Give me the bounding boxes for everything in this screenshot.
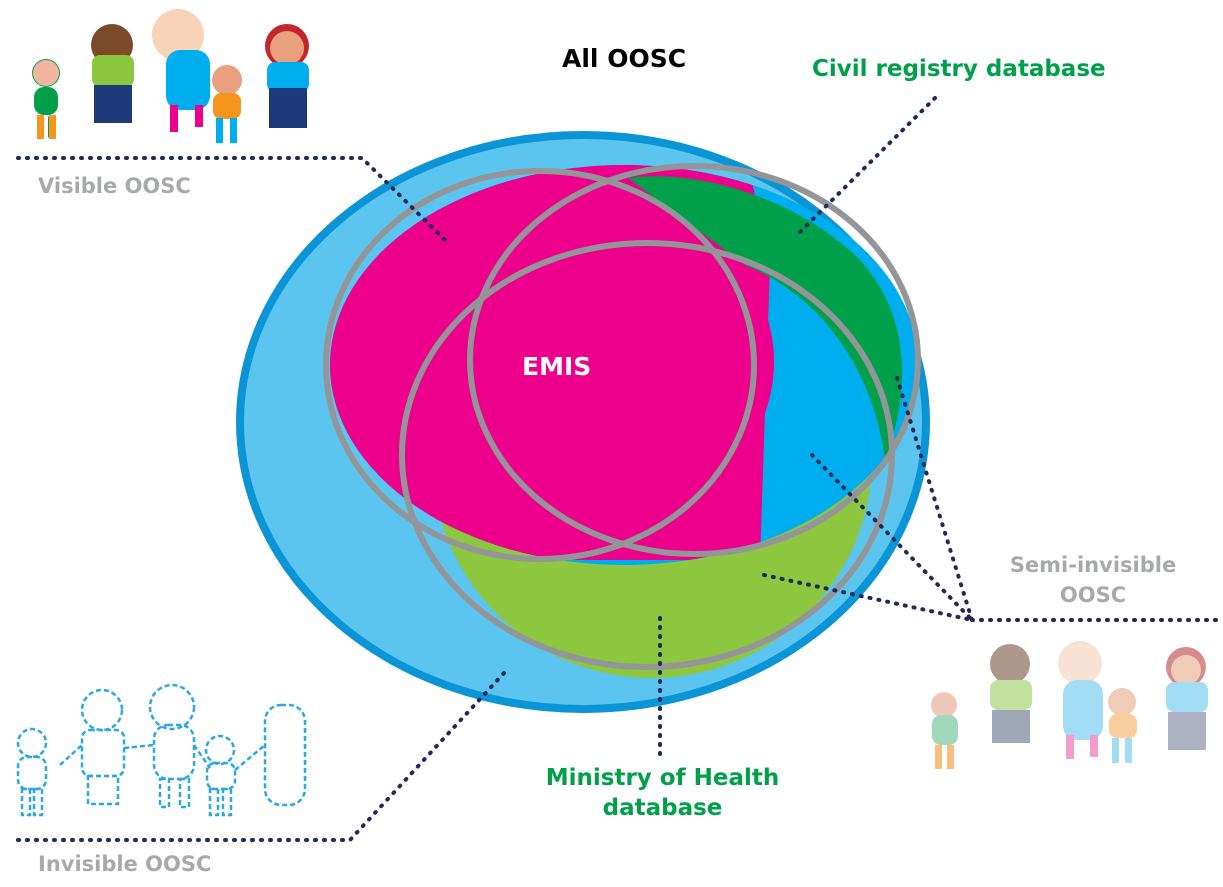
ministry-health-label: Ministry of Health database xyxy=(540,763,785,823)
invisible-family-illustration xyxy=(16,683,307,817)
emis-region xyxy=(474,212,774,512)
outline-left-ellipse xyxy=(323,168,757,562)
civil-registry-label: Civil registry database xyxy=(812,56,1106,82)
outline-lower-ellipse xyxy=(399,240,895,670)
ministry-health-label-line2: database xyxy=(602,795,723,821)
leader-semi-3 xyxy=(762,573,974,622)
semi-invisible-label-line2: OOSC xyxy=(1059,583,1127,607)
visible-family-illustration xyxy=(32,9,309,143)
leader-semi-1 xyxy=(895,376,974,622)
outline-right-ellipse xyxy=(467,163,921,557)
semi-invisible-label: Semi-invisible OOSC xyxy=(1008,550,1178,610)
all-oosc-label: All OOSC xyxy=(562,44,687,73)
leader-civil-registry xyxy=(798,96,937,234)
ministry-health-label-line1: Ministry of Health xyxy=(545,765,780,791)
semi-invisible-family-illustration xyxy=(931,641,1208,769)
invisible-oosc-label: Invisible OOSC xyxy=(38,852,212,876)
semi-invisible-label-line1: Semi-invisible xyxy=(1009,553,1177,577)
leader-invisible xyxy=(16,670,507,842)
civil-registry-crescent xyxy=(628,176,903,460)
leader-lines xyxy=(16,96,1220,842)
venn-outlines xyxy=(323,163,921,670)
visible-oosc-label: Visible OOSC xyxy=(38,174,191,198)
leader-semi-2 xyxy=(810,453,974,622)
leader-visible xyxy=(16,156,450,245)
emis-label: EMIS xyxy=(522,352,592,381)
venn-region-fills xyxy=(330,165,918,678)
